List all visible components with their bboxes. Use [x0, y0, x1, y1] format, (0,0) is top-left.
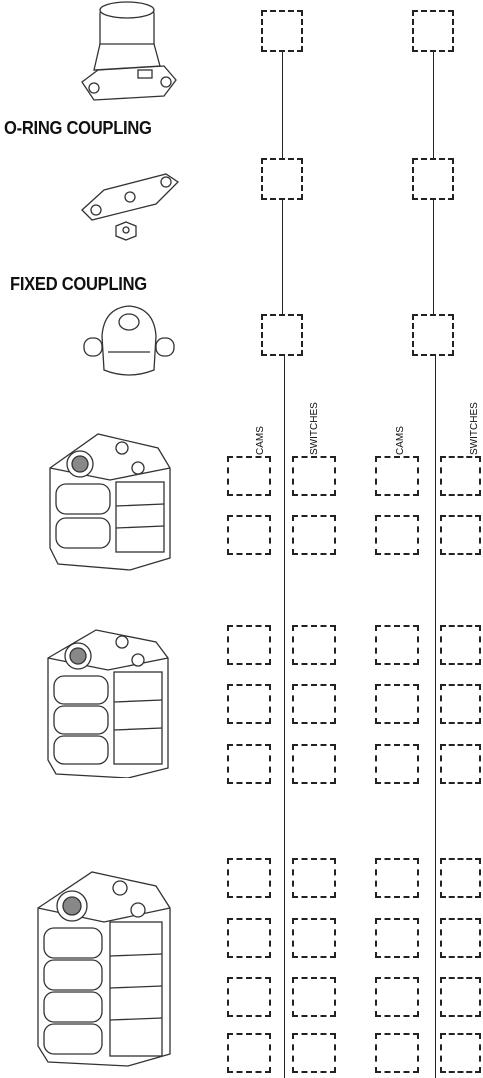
- placeholder-box: [440, 1033, 481, 1073]
- placeholder-box: [440, 515, 481, 555]
- placeholder-box: [292, 625, 336, 665]
- placeholder-box: [375, 625, 419, 665]
- center-line: [284, 356, 285, 1078]
- cam-switch-block-2-illustration: [49, 433, 171, 571]
- cam-switch-block-3-illustration: [47, 629, 169, 778]
- connector-line: [433, 52, 434, 158]
- placeholder-box: [440, 744, 481, 784]
- placeholder-box: [261, 10, 303, 52]
- placeholder-box: [227, 858, 271, 898]
- connector-line: [433, 200, 434, 314]
- placeholder-box: [440, 858, 481, 898]
- connector-line: [282, 52, 283, 158]
- placeholder-box: [227, 918, 271, 958]
- placeholder-box: [292, 918, 336, 958]
- placeholder-box: [375, 684, 419, 724]
- placeholder-box: [292, 456, 336, 496]
- o-ring-coupling-heading: O-RING COUPLING: [4, 118, 152, 138]
- placeholder-box: [440, 625, 481, 665]
- cam-switch-block-4-illustration: [37, 871, 171, 1067]
- placeholder-box: [227, 684, 271, 724]
- switches-column-label: SWITCHES: [469, 402, 480, 455]
- placeholder-box: [375, 858, 419, 898]
- cams-column-label: CAMS: [255, 426, 266, 455]
- placeholder-box: [227, 625, 271, 665]
- placeholder-box: [227, 515, 271, 555]
- placeholder-box: [227, 744, 271, 784]
- placeholder-box: [375, 456, 419, 496]
- placeholder-box: [292, 684, 336, 724]
- placeholder-box: [375, 1033, 419, 1073]
- placeholder-box: [375, 515, 419, 555]
- placeholder-box: [292, 515, 336, 555]
- coupling-mount-illustration: [81, 1, 177, 101]
- connector-line: [282, 200, 283, 314]
- cams-column-label: CAMS: [395, 426, 406, 455]
- placeholder-box: [440, 977, 481, 1017]
- placeholder-box: [440, 456, 481, 496]
- fixed-coupling-illustration: [83, 305, 175, 376]
- placeholder-box: [412, 314, 454, 356]
- placeholder-box: [292, 858, 336, 898]
- placeholder-box: [292, 744, 336, 784]
- placeholder-box: [227, 456, 271, 496]
- placeholder-box: [440, 918, 481, 958]
- fixed-coupling-heading: FIXED COUPLING: [10, 274, 147, 294]
- placeholder-box: [227, 977, 271, 1017]
- placeholder-box: [227, 1033, 271, 1073]
- placeholder-box: [375, 918, 419, 958]
- placeholder-box: [375, 977, 419, 1017]
- placeholder-box: [292, 1033, 336, 1073]
- placeholder-box: [412, 10, 454, 52]
- placeholder-box: [261, 158, 303, 200]
- placeholder-box: [375, 744, 419, 784]
- placeholder-box: [292, 977, 336, 1017]
- o-ring-coupling-illustration: [81, 173, 180, 241]
- placeholder-box: [412, 158, 454, 200]
- placeholder-box: [261, 314, 303, 356]
- placeholder-box: [440, 684, 481, 724]
- center-line: [435, 356, 436, 1078]
- switches-column-label: SWITCHES: [309, 402, 320, 455]
